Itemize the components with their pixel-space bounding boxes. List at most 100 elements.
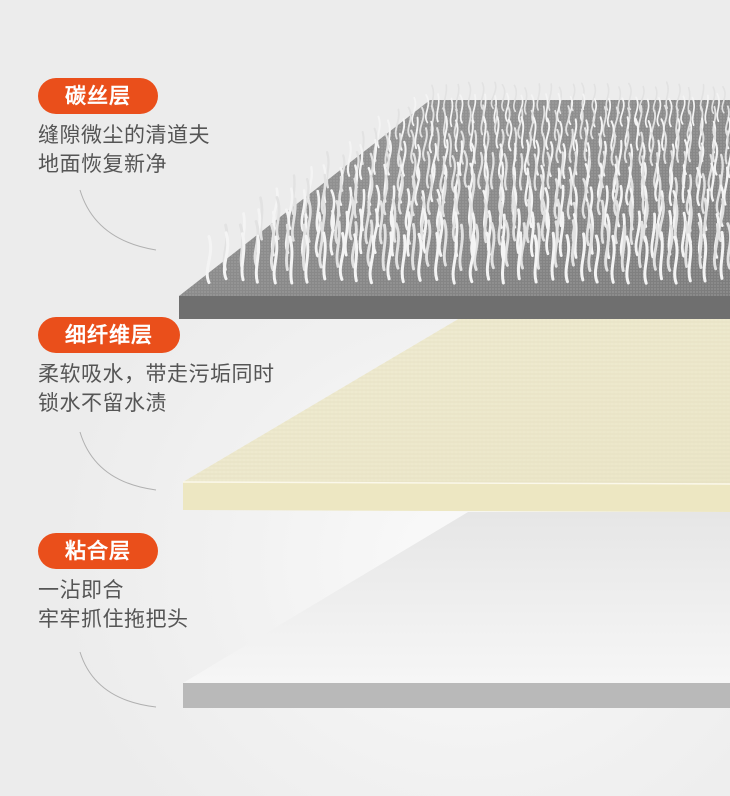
carbon-layer-desc-line-2: 地面恢复新净 (38, 152, 167, 176)
carbon-fiber-strand (540, 197, 547, 242)
carbon-fiber-strand (559, 184, 565, 228)
carbon-fiber-strand (597, 133, 603, 168)
carbon-fiber-strand (647, 120, 652, 153)
carbon-fiber-strand (449, 97, 454, 127)
carbon-fiber-strand (259, 196, 264, 241)
carbon-fiber-strand (425, 219, 432, 267)
carbon-fiber-strand (516, 231, 523, 281)
carbon-fiber-strand (459, 94, 464, 124)
carbon-fiber-strand (436, 93, 440, 123)
carbon-fiber-strand (520, 116, 525, 149)
carbon-fiber-strand (410, 129, 415, 164)
carbon-fiber-strand (338, 231, 346, 281)
carbon-fiber-strand (590, 108, 596, 140)
carbon-fiber-strand (414, 166, 421, 206)
carbon-fiber-strand (463, 150, 469, 188)
carbon-fiber-strand (675, 105, 679, 137)
carbon-fiber-strand (716, 92, 720, 123)
carbon-fiber-strand (724, 130, 729, 165)
carbon-fiber-strand (596, 174, 603, 216)
carbon-layer-section: 碳丝层 缝隙微尘的清道夫 地面恢复新净 (38, 78, 210, 179)
carbon-fiber-strand (637, 220, 644, 269)
connector-curve-1 (79, 189, 157, 251)
carbon-fiber-strand (668, 97, 673, 128)
carbon-fiber-strand (539, 174, 545, 215)
carbon-fiber-strand (320, 173, 327, 215)
carbon-fiber-strand (399, 118, 406, 151)
carbon-fiber-strand (384, 133, 389, 168)
carbon-fiber-strand (480, 104, 485, 136)
carbon-fiber-strand (513, 84, 518, 113)
carbon-fiber-strand (422, 127, 428, 162)
adhesive-layer-section: 粘合层 一沾即合 牢牢抓住拖把头 (38, 533, 189, 634)
carbon-fiber-strand (570, 219, 576, 267)
carbon-fiber-strand (525, 198, 531, 244)
carbon-fiber-strand (240, 232, 246, 282)
carbon-fiber-strand (490, 221, 496, 270)
carbon-fiber-strand (368, 235, 376, 285)
carbon-fiber-strand (719, 230, 725, 280)
carbon-fiber-strand (451, 235, 458, 285)
carbon-fiber-strand (649, 131, 655, 167)
carbon-fiber-strand (415, 144, 421, 180)
carbon-fiber-strand (334, 200, 340, 245)
carbon-fiber-strand (675, 128, 680, 163)
carbon-fiber-strand (637, 105, 643, 136)
carbon-fiber-strand (536, 222, 541, 270)
carbon-fiber-strand (546, 151, 551, 190)
carbon-fiber-strand (623, 128, 630, 164)
fiber-layer-description: 柔软吸水，带走污垢同时 锁水不留水渍 (38, 360, 275, 418)
carbon-fiber-strand (400, 234, 407, 284)
carbon-fiber-strand (477, 151, 484, 190)
carbon-fiber-strand (639, 85, 645, 114)
carbon-fiber-strand (468, 234, 476, 284)
carbon-fiber-strand (568, 128, 574, 163)
carbon-fiber-strand (428, 120, 434, 154)
carbon-fiber-strand (696, 167, 701, 207)
carbon-fiber-strand (644, 98, 650, 128)
carbon-fiber-strand (523, 87, 528, 115)
carbon-fiber-strand (285, 223, 290, 272)
carbon-fiber-strand (329, 209, 335, 256)
carbon-fiber-strand (654, 162, 660, 202)
carbon-fiber-strand (394, 108, 400, 140)
fiber-layer (182, 318, 730, 512)
fiber-layer-desc-line-1: 柔软吸水，带走污垢同时 (38, 362, 275, 386)
connector-curve-3 (79, 651, 157, 708)
carbon-fiber-strand (304, 234, 310, 284)
carbon-fiber-strand (660, 118, 665, 151)
carbon-fiber-strand (681, 164, 686, 204)
carbon-fiber-strand (473, 223, 480, 271)
carbon-fiber-strand (680, 95, 686, 125)
carbon-fiber-strand (490, 81, 497, 110)
carbon-fiber-strand (386, 119, 391, 152)
carbon-fiber-strand (451, 197, 458, 242)
carbon-fiber-strand (397, 173, 404, 215)
carbon-fiber-strand (602, 106, 607, 138)
carbon-fiber-strand (680, 211, 687, 258)
carbon-fiber-strand (291, 197, 297, 242)
carbon-fiber-strand (442, 107, 447, 139)
carbon-fiber-strand (378, 200, 384, 245)
carbon-fiber-strand (553, 220, 559, 268)
carbon-fiber-strand (640, 173, 646, 215)
carbon-fiber-strand (556, 92, 561, 123)
carbon-fiber-strand (485, 231, 491, 281)
carbon-fiber-strand (300, 189, 307, 232)
carbon-fiber-strand (394, 222, 400, 270)
carbon-fiber-strand (555, 128, 561, 164)
carbon-fiber-strand (665, 81, 669, 109)
carbon-fiber-strand (583, 127, 588, 162)
carbon-fiber-strand (306, 198, 312, 243)
carbon-fiber-strand (545, 209, 551, 256)
carbon-fiber-strand (493, 95, 497, 125)
carbon-fiber-strand (523, 139, 530, 176)
carbon-fiber-strand (625, 235, 631, 285)
adhesive-layer-desc-line-1: 一沾即合 (38, 578, 124, 602)
carbon-fiber-strand (533, 153, 538, 191)
carbon-fiber-strand (558, 121, 563, 154)
carbon-fiber-strand (222, 231, 230, 281)
carbon-fiber-strand (431, 142, 438, 179)
adhesive-layer-description: 一沾即合 牢牢抓住拖把头 (38, 576, 189, 634)
